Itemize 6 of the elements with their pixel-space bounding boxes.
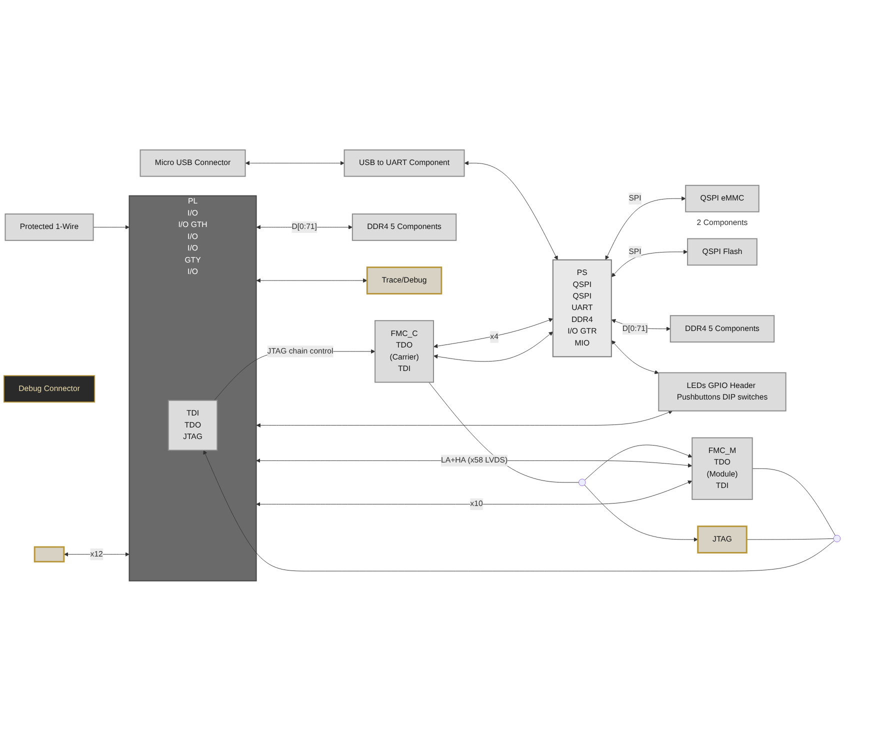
connector xyxy=(746,538,834,540)
connector xyxy=(428,382,579,483)
node-circle xyxy=(833,535,841,542)
node-circle xyxy=(578,478,586,486)
node-box xyxy=(34,546,65,563)
connector xyxy=(752,468,836,536)
